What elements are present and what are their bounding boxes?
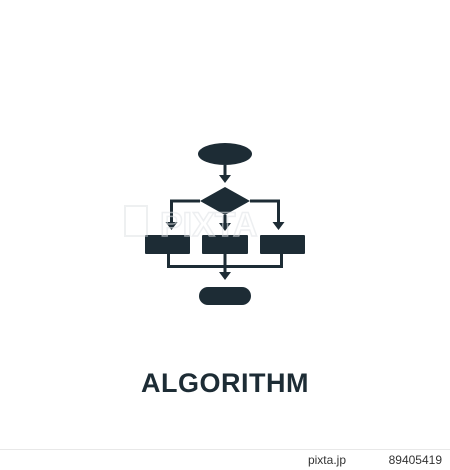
decision-diamond bbox=[200, 187, 250, 215]
footer-image-id: 89405419 bbox=[388, 453, 442, 467]
process-box-left bbox=[145, 235, 190, 254]
end-pill bbox=[199, 287, 251, 305]
algorithm-flowchart-icon bbox=[145, 143, 305, 305]
process-box-middle bbox=[202, 235, 248, 254]
icon-title: ALGORITHM bbox=[141, 368, 309, 398]
process-box-right bbox=[260, 235, 305, 254]
stock-footer: pixta.jp 89405419 bbox=[0, 449, 450, 470]
start-oval bbox=[198, 143, 252, 165]
footer-site: pixta.jp bbox=[307, 453, 346, 467]
